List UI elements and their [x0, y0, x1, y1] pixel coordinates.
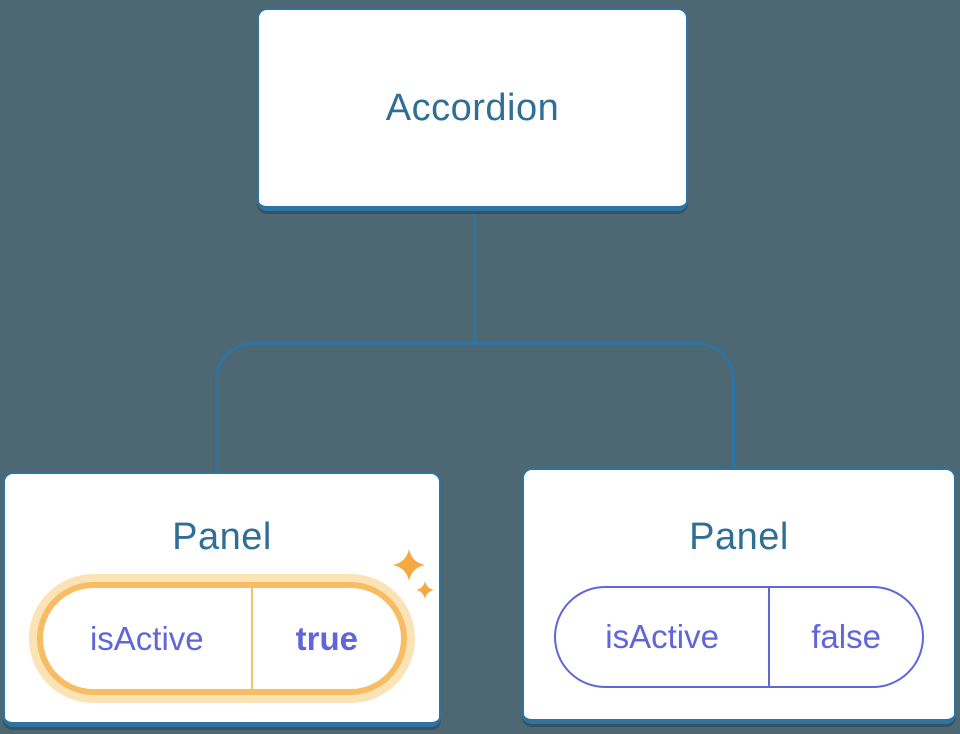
state-value-label: true — [295, 619, 358, 657]
connector-stem — [473, 211, 476, 345]
pill-divider — [250, 588, 253, 689]
state-key-label: isActive — [605, 618, 719, 655]
state-value-label: false — [811, 618, 881, 655]
panel-node-label: Panel — [172, 516, 272, 558]
accordion-node-label: Accordion — [385, 87, 560, 129]
sparkle-icon — [393, 549, 425, 581]
pill-divider — [768, 588, 771, 686]
panel-node-label: Panel — [689, 516, 789, 558]
panel-node-inactive: Panel isActive false — [522, 468, 956, 724]
connector-branch — [215, 342, 735, 474]
state-pill-active: isActive true — [37, 582, 407, 695]
accordion-node: Accordion — [257, 8, 688, 211]
state-key-label: isActive — [89, 619, 204, 657]
state-pill-inactive: isActive false — [554, 586, 924, 688]
sparkle-icon — [416, 581, 434, 599]
panel-node-active: Panel isActive true — [3, 472, 441, 727]
